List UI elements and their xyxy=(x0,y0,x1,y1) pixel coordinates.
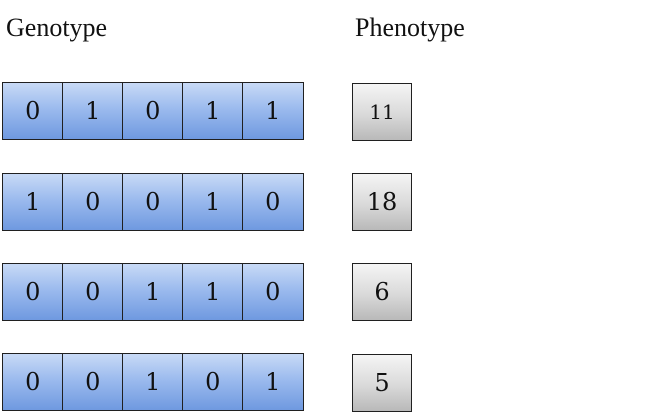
gene-cell: 1 xyxy=(182,82,244,140)
gene-cell: 1 xyxy=(122,263,184,321)
gene-cell: 0 xyxy=(122,82,184,140)
gene-cell: 1 xyxy=(242,82,304,140)
genotype-row-2: 1 0 0 1 0 xyxy=(2,173,304,231)
gene-cell: 0 xyxy=(62,263,124,321)
genotype-row-4: 0 0 1 0 1 xyxy=(2,353,304,411)
gene-cell: 0 xyxy=(62,173,124,231)
gene-cell: 1 xyxy=(122,353,184,411)
gene-cell: 1 xyxy=(182,263,244,321)
gene-cell: 1 xyxy=(62,82,124,140)
gene-cell: 1 xyxy=(2,173,64,231)
genotype-row-3: 0 0 1 1 0 xyxy=(2,263,304,321)
gene-cell: 0 xyxy=(242,173,304,231)
phenotype-heading: Phenotype xyxy=(355,13,465,42)
gene-cell: 1 xyxy=(242,353,304,411)
gene-cell: 0 xyxy=(242,263,304,321)
phenotype-box-2: 18 xyxy=(352,173,412,231)
gene-cell: 0 xyxy=(122,173,184,231)
phenotype-box-3: 6 xyxy=(352,263,412,321)
gene-cell: 0 xyxy=(2,353,64,411)
gene-cell: 0 xyxy=(182,353,244,411)
gene-cell: 0 xyxy=(2,82,64,140)
phenotype-box-1: 11 xyxy=(352,83,412,141)
gene-cell: 0 xyxy=(2,263,64,321)
genotype-row-1: 0 1 0 1 1 xyxy=(2,82,304,140)
phenotype-box-4: 5 xyxy=(352,354,412,412)
gene-cell: 1 xyxy=(182,173,244,231)
gene-cell: 0 xyxy=(62,353,124,411)
genotype-heading: Genotype xyxy=(6,13,108,42)
